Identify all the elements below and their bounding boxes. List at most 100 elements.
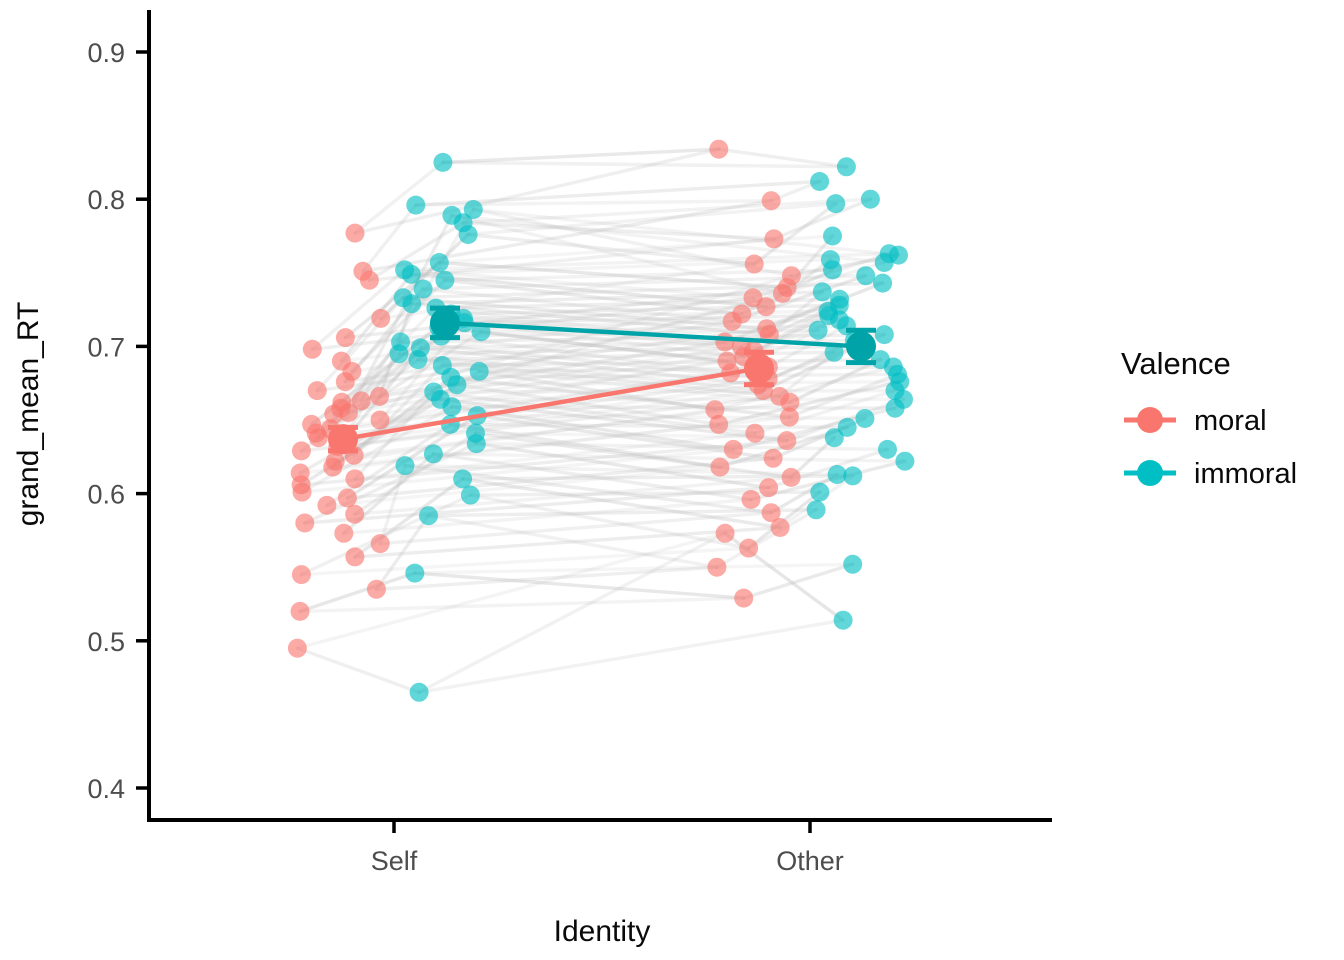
subject-data-point [402,294,422,314]
subject-connector-line [397,344,859,356]
subject-connector-line [315,327,769,393]
subject-connector-line [462,313,831,325]
legend-item-label[interactable]: immoral [1194,458,1297,490]
subject-connector-line [440,357,883,368]
subject-data-point [741,490,761,509]
subject-connector-line [753,388,897,435]
subject-connector-line [461,221,776,241]
subject-data-point [291,565,311,585]
subject-data-point [307,381,327,401]
subject-connector-line [450,213,785,296]
legend-key-point[interactable] [1137,407,1163,433]
x-axis-tick-label: Self [371,846,418,876]
subject-data-point [777,431,797,451]
subject-data-point [833,610,853,630]
subject-data-point [370,534,390,554]
subject-data-point [874,325,894,345]
subject-connector-line [752,201,838,266]
subject-connector-line [431,452,907,463]
subject-connector-line [441,147,721,165]
subject-connector-line [788,357,883,404]
subject-connector-line [359,274,794,403]
subject-data-point [777,278,797,297]
subject-connector-line [343,319,734,384]
subject-connector-line [730,274,868,324]
subject-connector-line [367,221,465,282]
subject-data-point [744,254,764,274]
subject-connector-line [299,394,782,453]
mean-trend-line [444,320,862,349]
mean-point [744,353,774,384]
subject-data-point [808,320,828,340]
subject-data-point [826,194,846,214]
subject-connector-line [769,472,839,515]
subject-connector-line [409,272,768,309]
subject-data-point [366,579,386,599]
subject-connector-line [443,268,835,282]
subject-connector-line [449,375,792,419]
subject-data-point [843,554,863,574]
subject-connector-line [336,388,765,449]
subject-data-point [401,264,421,284]
subject-connector-line [431,452,753,502]
subject-connector-line [471,207,901,257]
subject-data-point [351,391,371,411]
subject-connector-line [303,486,771,525]
legend-items: moral immoral [1124,405,1297,490]
subject-data-point [409,682,429,702]
subject-connector-line [414,179,822,207]
subject-data-point [324,404,344,424]
subject-data-point [855,409,875,428]
subject-data-point [334,523,354,543]
subject-connector-line [378,355,746,422]
subject-data-point [824,428,844,448]
subject-connector-line [473,431,836,440]
subject-data-point [823,226,842,246]
subject-connector-line [475,413,867,421]
subject-connector-line [353,390,436,481]
subject-data-point [810,482,830,502]
subject-connector-line [432,390,757,435]
subject-connector-line [417,618,845,694]
subject-data-point [707,557,727,577]
subject-connector-line [378,463,407,546]
subject-data-point [836,157,856,177]
subject-data-point [873,273,893,293]
subject-data-point [302,339,322,359]
subject-connector-line [299,438,789,487]
subject-connector-line [339,344,743,410]
subject-data-point [722,311,742,331]
subject-data-point [323,457,343,477]
subject-data-point [345,469,365,489]
subject-data-point [827,465,847,484]
subject-data-point [469,361,489,381]
subject-data-point [335,372,355,392]
subject-connector-line [316,377,770,440]
subject-connector-line [353,160,445,235]
subject-connector-line [353,431,757,481]
subject-connector-line [346,291,785,415]
subject-data-point [781,467,801,487]
subject-data-point [764,229,784,249]
subject-connector-line [340,306,438,404]
subject-connector-line [443,278,744,316]
subject-connector-line [379,232,470,321]
subject-connector-line [432,388,897,394]
subject-connector-line [315,296,405,393]
subject-data-point [371,308,391,328]
subject-connector-line [466,232,756,266]
subject-data-point [359,270,379,290]
subject-data-point [435,270,455,290]
subject-connector-line [343,285,789,340]
subject-connector-line [474,441,890,452]
legend-key-point[interactable] [1137,460,1163,486]
subject-data-point [723,439,743,459]
y-axis-tick-label: 0.6 [87,480,125,510]
y-axis-tick-label: 0.7 [87,332,125,362]
subject-connector-line [310,268,407,351]
subject-connector-line [742,562,855,600]
legend-item-label[interactable]: moral [1194,405,1267,437]
subject-data-point [761,191,781,211]
subject-connector-line [401,281,885,300]
